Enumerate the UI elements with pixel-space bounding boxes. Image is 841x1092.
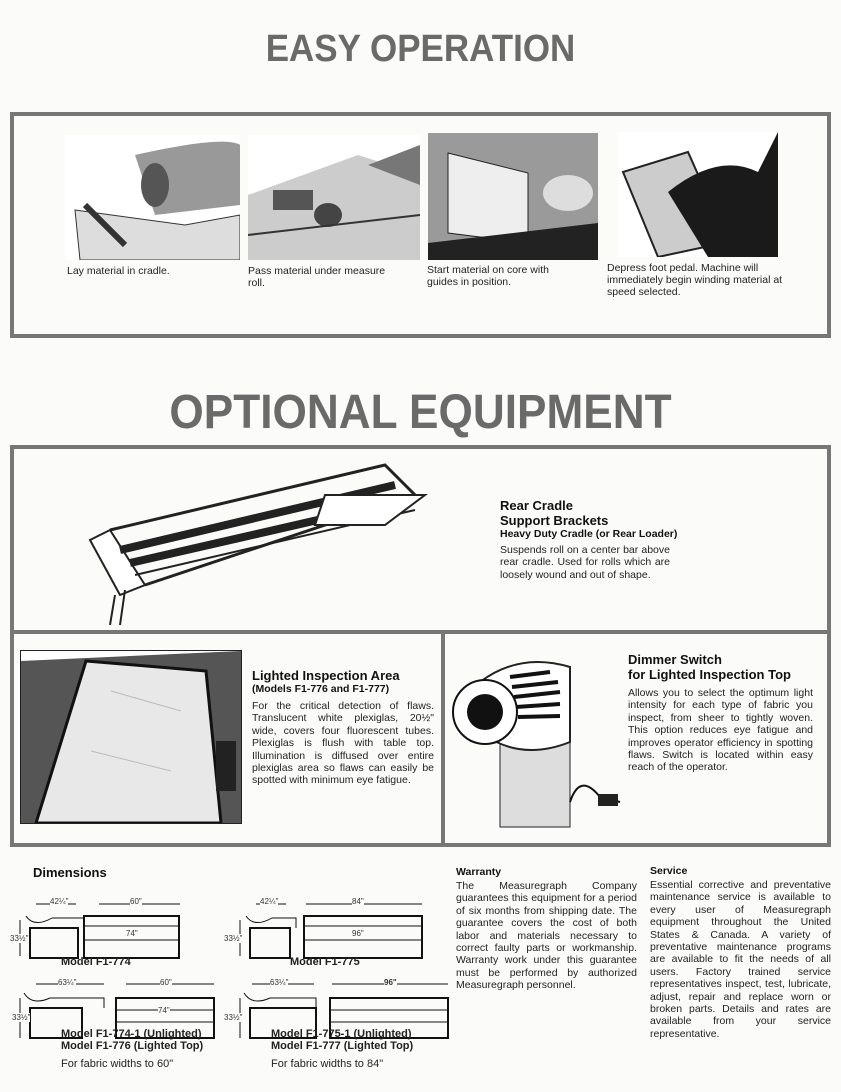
lighted-inspection-text: Lighted Inspection Area (Models F1-776 a…: [252, 668, 434, 787]
rear-cradle-subtitle: Heavy Duty Cradle (or Rear Loader): [500, 528, 678, 540]
warranty-heading: Warranty: [456, 866, 502, 878]
dimensions-group-84: 42¼" 84" 96" 33½" Model F1-775 63¼" 96" …: [224, 888, 454, 1070]
rear-cradle-title: Rear Cradle: [500, 498, 573, 513]
service-heading: Service: [650, 865, 688, 877]
model-label: Model F1-774: [61, 956, 131, 968]
step-4-photo: [618, 132, 778, 257]
step-2-photo: [248, 135, 420, 260]
optional-equipment-panel: [10, 445, 831, 847]
width-label: 60": [130, 897, 142, 906]
easy-operation-panel: [10, 112, 831, 338]
rear-cradle-title-2: Support Brackets: [500, 513, 609, 528]
step-3-photo: [428, 133, 598, 260]
width-label: 84": [352, 897, 364, 906]
step-2-caption: Pass material under measure roll.: [248, 265, 386, 289]
fabric-width-note: For fabric widths to 60": [61, 1058, 174, 1070]
length-label: 96": [352, 929, 364, 938]
easy-operation-heading: EASY OPERATION: [265, 28, 576, 70]
dimensions-group-60: 42¼" 60" 74" 33½" Model F1-774 63¼" 60" …: [10, 888, 224, 1070]
fabric-width-note: For fabric widths to 84": [271, 1058, 384, 1070]
service-text: Essential corrective and preventative ma…: [650, 879, 831, 1040]
rear-cradle-description: Suspends roll on a center bar above rear…: [500, 544, 670, 581]
model-label: Model F1-776 (Lighted Top): [61, 1040, 204, 1052]
rear-cradle-text: Rear Cradle Support Brackets Heavy Duty …: [500, 498, 820, 581]
height-label: 33½": [224, 934, 243, 943]
model-label: Model F1-775: [290, 956, 360, 968]
service-section: Service Essential corrective and prevent…: [650, 865, 831, 1040]
step-3-caption: Start material on core with guides in po…: [427, 264, 549, 288]
panel-divider-vertical: [441, 630, 445, 847]
dimensions-heading: Dimensions: [33, 865, 107, 880]
lighted-inspection-subtitle: (Models F1-776 and F1-777): [252, 683, 390, 695]
rear-cradle-illustration: [85, 455, 430, 625]
step-4-caption: Depress foot pedal. Machine will immedia…: [607, 262, 783, 298]
step-1-caption: Lay material in cradle.: [67, 265, 170, 277]
height-label: 33½": [12, 1013, 31, 1022]
model-label: Model F1-777 (Lighted Top): [271, 1040, 414, 1052]
length-label: 74": [158, 1006, 170, 1015]
warranty-section: Warranty The Measuregraph Company guaran…: [456, 866, 637, 992]
lighted-inspection-title: Lighted Inspection Area: [252, 668, 400, 683]
width-label: 96": [384, 978, 397, 987]
model-label: Model F1-774-1 (Unlighted): [61, 1028, 202, 1040]
depth-label: 42¼": [260, 897, 279, 906]
dimmer-switch-description: Allows you to select the optimum light i…: [628, 687, 813, 774]
dimmer-switch-title-2: for Lighted Inspection Top: [628, 667, 791, 682]
warranty-text: The Measuregraph Company guarantees this…: [456, 880, 637, 992]
panel-divider: [10, 630, 831, 634]
height-label: 33½": [224, 1013, 243, 1022]
lighted-inspection-description: For the critical detection of flaws. Tra…: [252, 700, 434, 787]
step-1-photo: [65, 135, 240, 260]
dimmer-switch-illustration: [450, 652, 630, 842]
depth-label: 42¼": [50, 897, 69, 906]
depth-label: 63¼": [270, 978, 289, 987]
model-label: Model F1-775-1 (Unlighted): [271, 1028, 412, 1040]
length-label: 74": [126, 929, 138, 938]
depth-label: 63¼": [58, 978, 77, 987]
width-label: 60": [160, 978, 172, 987]
dimmer-switch-title: Dimmer Switch: [628, 652, 722, 667]
lighted-inspection-photo: [20, 650, 242, 824]
height-label: 33½": [10, 934, 29, 943]
optional-equipment-heading: OPTIONAL EQUIPMENT: [169, 386, 672, 439]
dimmer-switch-text: Dimmer Switch for Lighted Inspection Top…: [628, 652, 813, 774]
